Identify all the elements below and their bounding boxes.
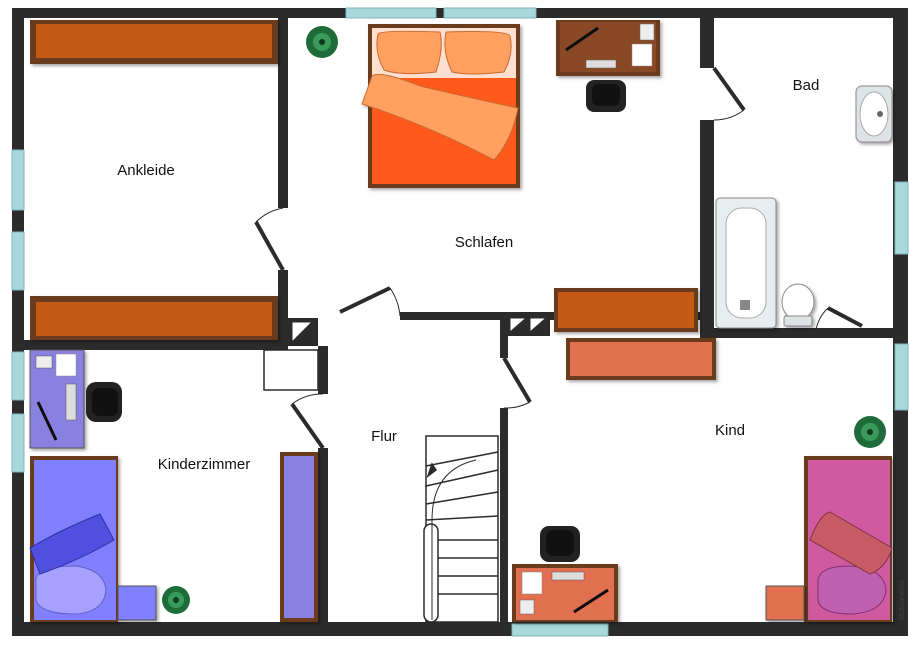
kinderzimmer-wardrobe [280, 452, 318, 622]
bathtub [715, 197, 777, 329]
room-label-kind: Kind [715, 422, 745, 439]
window-top-2 [443, 7, 537, 19]
kinderzimmer-plant [162, 586, 190, 614]
toilet [781, 283, 815, 327]
kind-nightstand [765, 585, 805, 621]
window-left-4 [11, 413, 25, 473]
window-right-2 [894, 343, 909, 411]
window-top-1 [345, 7, 437, 19]
kinderzimmer-desk [29, 349, 85, 449]
flur-cabinet [263, 349, 319, 391]
schlafen-chair-icon [586, 80, 626, 112]
schlafen-dresser [554, 288, 698, 332]
pillow-left [376, 30, 442, 75]
kinderzimmer-nightstand [117, 585, 157, 621]
window-right-1 [894, 181, 909, 255]
schlafen-plant [306, 26, 338, 58]
room-label-flur: Flur [371, 428, 397, 445]
kinderzimmer-chair-icon [86, 382, 122, 422]
kind-dresser [566, 338, 716, 380]
window-left-2 [11, 231, 25, 291]
blanket [361, 73, 519, 161]
room-label-schlafen: Schlafen [455, 234, 513, 251]
kind-chair-icon [540, 526, 580, 562]
credit-text: McGrundriss [899, 580, 906, 620]
ankleide-wardrobes [30, 20, 278, 340]
doors [254, 66, 863, 450]
room-label-ankleide: Ankleide [117, 162, 175, 179]
room-label-kinderzimmer: Kinderzimmer [158, 456, 251, 473]
keyboard-icon [65, 383, 77, 421]
windows [11, 7, 909, 637]
keyboard-icon [585, 59, 617, 69]
keyboard-icon [551, 571, 585, 581]
window-left-3 [11, 351, 25, 401]
shaft-markers [291, 317, 548, 344]
schlafen-desk [556, 20, 660, 76]
window-bottom [511, 623, 609, 637]
kind-desk [512, 564, 618, 622]
kind-plant [854, 416, 886, 448]
staircase [423, 435, 499, 623]
pillow-right [444, 31, 512, 75]
window-left-1 [11, 149, 25, 211]
master-bed [361, 24, 520, 188]
room-label-bad: Bad [793, 77, 820, 94]
kinderzimmer-bed [29, 456, 118, 622]
washbasin [855, 85, 893, 143]
interior-walls [12, 8, 908, 624]
kind-bed [804, 456, 893, 622]
